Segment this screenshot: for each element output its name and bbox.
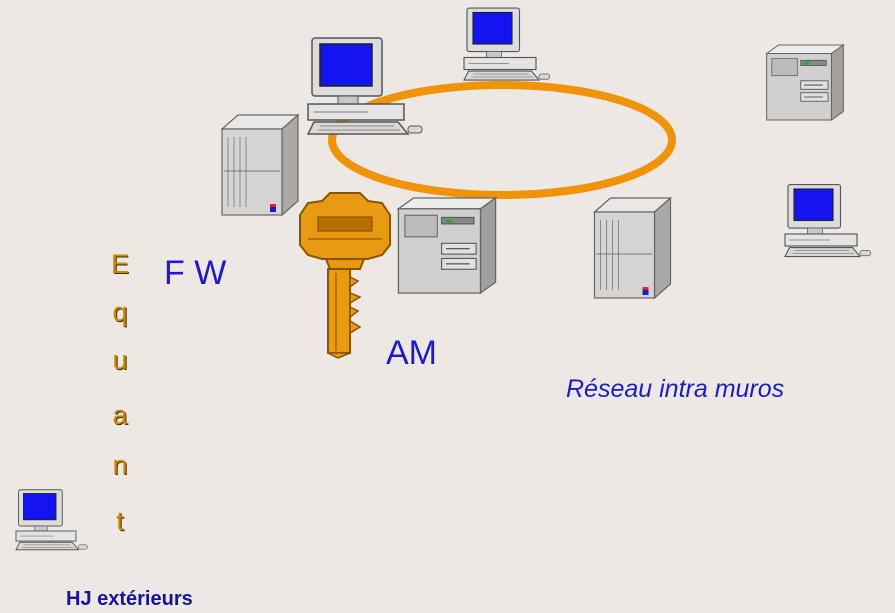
server-tower-icon (221, 114, 299, 216)
server-tower-icon (397, 197, 497, 294)
equant-letter: n (112, 450, 128, 480)
workstation-icon (784, 183, 872, 258)
server-tower-icon (593, 197, 672, 299)
external-users-label: HJ extérieurs (66, 588, 193, 610)
key-icon (299, 192, 391, 359)
equant-letter: u (112, 345, 128, 375)
equant-letter: t (116, 506, 124, 536)
equant-letter: a (112, 400, 128, 430)
am-label: AM (386, 334, 437, 372)
workstation-icon (307, 37, 423, 135)
equant-letter: q (112, 297, 128, 327)
server-tower-icon (766, 44, 844, 121)
workstation-icon (463, 7, 551, 81)
fw-label: F W (164, 254, 227, 292)
workstation-icon (15, 489, 88, 551)
equant-letter: E (110, 249, 129, 279)
intra-network-label: Réseau intra muros (566, 375, 785, 403)
